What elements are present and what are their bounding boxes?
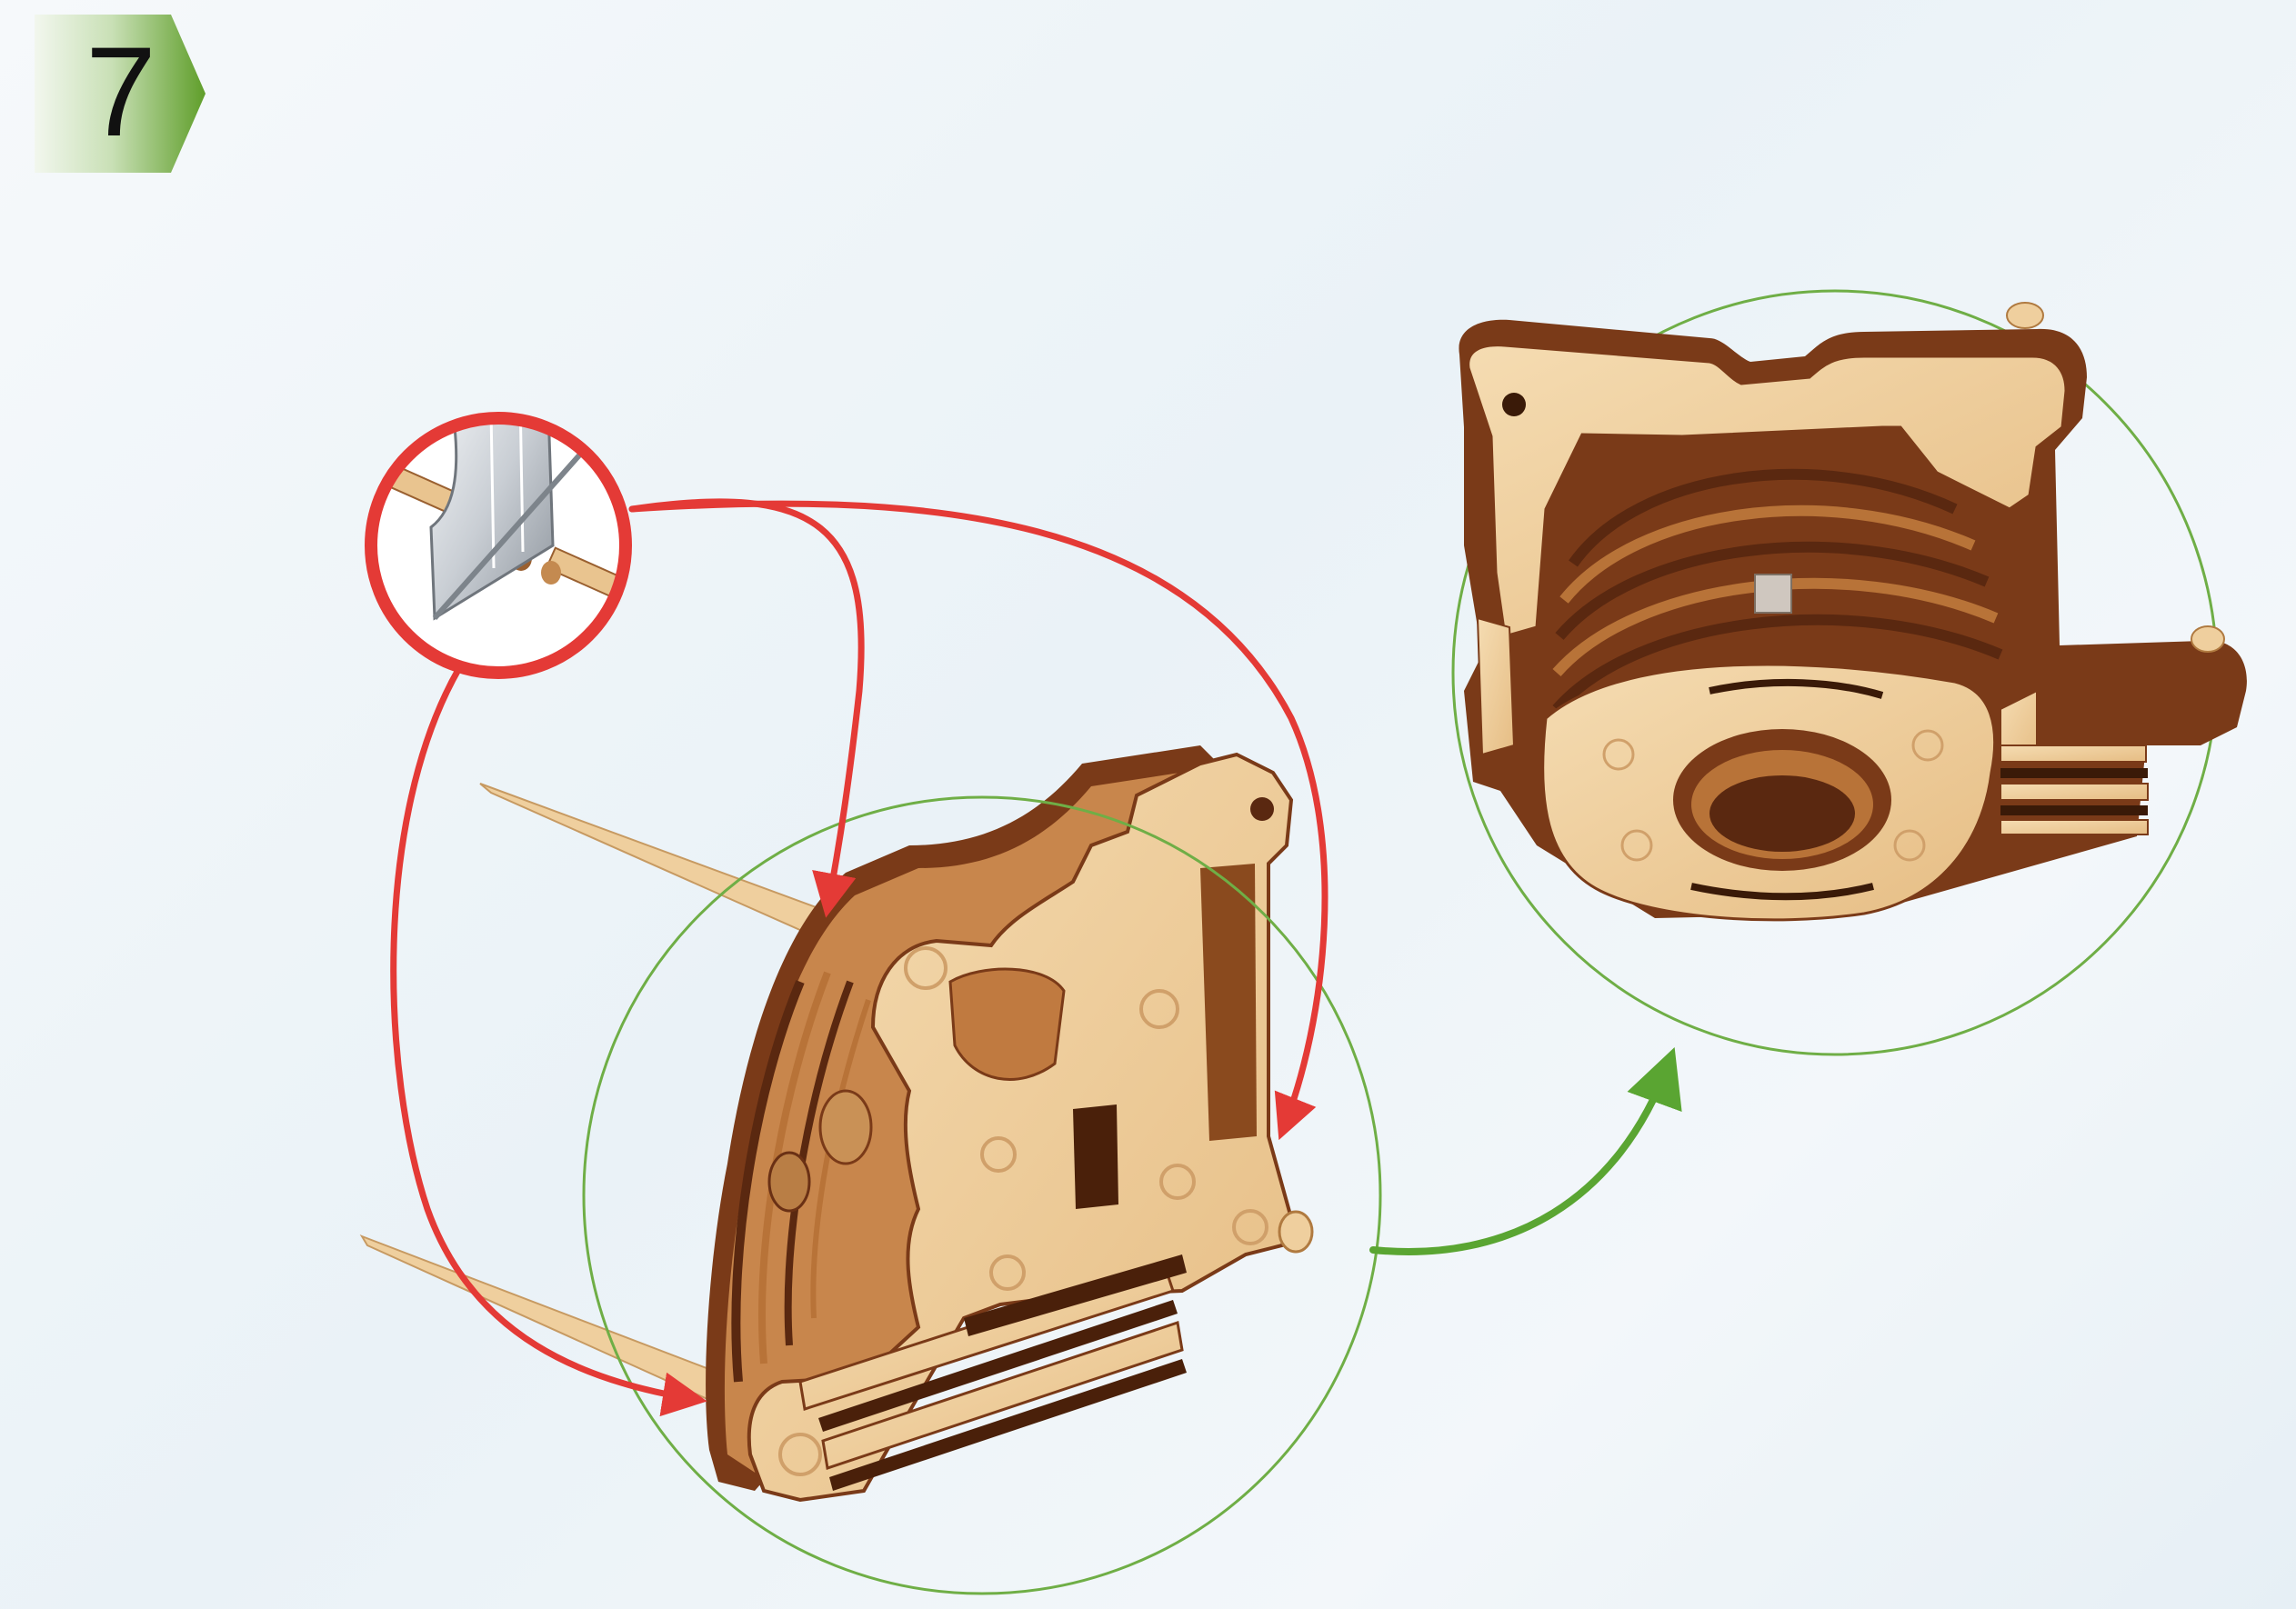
arrow-to-lower-skewer (394, 668, 698, 1400)
upper-skewer (480, 784, 846, 945)
arrow-to-upper-skewer (632, 502, 861, 909)
left-assembly (362, 745, 1380, 1594)
lower-skewer (362, 1236, 718, 1400)
comb-slats-right (2000, 745, 2148, 834)
right-assembly (1453, 291, 2247, 1054)
wooden-part-left (706, 745, 1312, 1500)
transition-arrow (1373, 1064, 1669, 1252)
knife-cutting-dowel-icon (366, 382, 630, 673)
